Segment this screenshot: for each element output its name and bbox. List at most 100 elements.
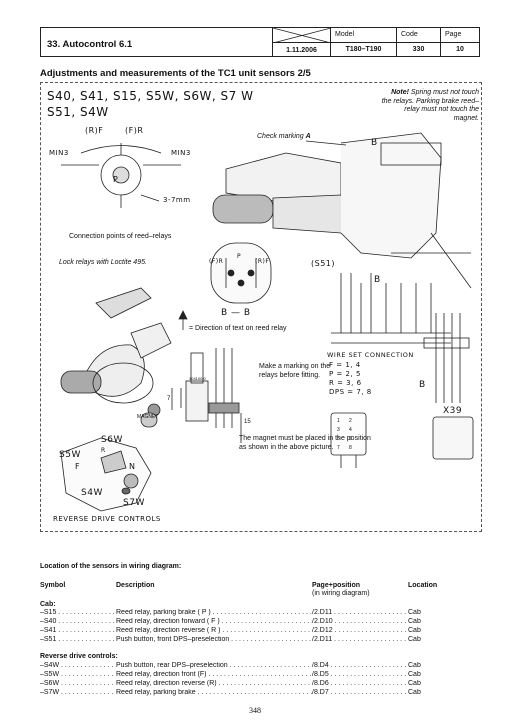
wire-row-dps: DPS = 7, 8 [329, 388, 372, 396]
check-marking-label: Check marking A [257, 133, 311, 142]
sensor-list-line2: S51, S4W [47, 105, 109, 119]
table-row: –S41 . . . . . . . . . . . . . . . . . .… [40, 627, 480, 636]
section-bb: B — B [221, 308, 251, 318]
code-value: 330 [412, 46, 425, 53]
rev-s4w: S4W [81, 488, 103, 498]
label-x39: X39 [443, 406, 463, 416]
model-value: T180–T190 [345, 46, 382, 53]
row-description: Push button, front DPS–preselection . . … [116, 636, 312, 643]
dim-15: 15 [244, 419, 251, 425]
header-date: 1.11.2006 [286, 47, 317, 54]
lock-relays-label: Lock relays with Loctite 495. [59, 259, 147, 266]
make-marking-note: Make a marking on the relays before fitt… [259, 363, 331, 379]
row-page: /8.D5 . . . . . . . . . . . . . . . . . … [312, 671, 408, 678]
label-3-7mm: 3-7mm [163, 196, 191, 204]
row-symbol: –S5W . . . . . . . . . . . . . . . . . .… [40, 671, 116, 678]
magnet-label: MAGNET [137, 414, 159, 420]
label-b-right: B [419, 380, 426, 390]
group-reverse-drive: Reverse drive controls: [40, 653, 118, 660]
dim-7: 7 [167, 396, 171, 402]
page-number: 348 [249, 706, 261, 715]
row-page: /8.D6 . . . . . . . . . . . . . . . . . … [312, 680, 408, 687]
dim-code: 304100/0 [189, 376, 206, 381]
row-description: Reed relay, direction reverse (R) . . . … [116, 680, 312, 687]
row-location: Cab [408, 671, 421, 678]
page-title: Adjustments and measurements of the TC1 … [40, 68, 311, 79]
row-symbol: –S7W . . . . . . . . . . . . . . . . . .… [40, 689, 116, 696]
rev-n: N [129, 462, 136, 471]
row-location: Cab [408, 680, 421, 687]
rev-s7w: S7W [123, 498, 145, 508]
pin: 5 [337, 436, 340, 442]
rev-f: F [75, 462, 81, 471]
row-description: Push button, rear DPS–preselection . . .… [116, 662, 312, 669]
row-description: Reed relay, parking brake ( P ) . . . . … [116, 609, 312, 616]
document-header: 33. Autocontrol 6.1 1.11.2006 Model T180… [40, 27, 480, 57]
pin: 4 [349, 427, 352, 433]
relay-cross-section [210, 242, 272, 304]
wire-row-f: F = 1, 4 [329, 361, 361, 369]
col-location: Location [408, 582, 438, 589]
row-location: Cab [408, 609, 421, 616]
row-description: Reed relay, parking brake . . . . . . . … [116, 689, 312, 696]
relay-p: P [237, 253, 242, 260]
label-min3-right: MIN3 [171, 149, 191, 157]
model-cell: Model T180–T190 [331, 28, 397, 56]
row-symbol: –S41 . . . . . . . . . . . . . . . . . .… [40, 627, 116, 634]
model-label: Model [331, 28, 396, 43]
table-row: –S15 . . . . . . . . . . . . . . . . . .… [40, 609, 480, 618]
row-location: Cab [408, 636, 421, 643]
connector-pins: 1 2 3 4 5 6 7 8 [337, 417, 361, 453]
label-p: P [113, 175, 119, 184]
row-description: Reed relay, direction forward ( F ) . . … [116, 618, 312, 625]
pin: 3 [337, 427, 340, 433]
magnet-placement-note: The magnet must be placed in the positio… [239, 435, 371, 451]
rev-s6w: S6W [101, 435, 123, 445]
row-symbol: –S6W . . . . . . . . . . . . . . . . . .… [40, 680, 116, 687]
direction-label: = Direction of text on reed relay [189, 325, 287, 332]
label-min3-left: MIN3 [49, 149, 69, 157]
table-row: –S5W . . . . . . . . . . . . . . . . . .… [40, 671, 480, 680]
pin: 6 [349, 436, 352, 442]
row-description: Reed relay, direction reverse ( R ) . . … [116, 627, 312, 634]
row-location: Cab [408, 689, 421, 696]
row-symbol: –S40 . . . . . . . . . . . . . . . . . .… [40, 618, 116, 625]
relay-rf: (R)F [255, 258, 270, 265]
table-row: –S7W . . . . . . . . . . . . . . . . . .… [40, 689, 480, 698]
row-page: /2.D11 . . . . . . . . . . . . . . . . .… [312, 609, 408, 616]
label-fr: (F)R [125, 126, 144, 135]
row-page: /2.D12 . . . . . . . . . . . . . . . . .… [312, 627, 408, 634]
check-marking-letter: A [305, 133, 311, 140]
note-bold: Note! [391, 89, 409, 96]
label-s51: (S51) [311, 259, 335, 268]
row-page: /2.D10 . . . . . . . . . . . . . . . . .… [312, 618, 408, 625]
pin: 8 [349, 445, 352, 451]
page-cell: Page 10 [441, 28, 479, 56]
label-b-mid: B [374, 275, 381, 285]
table-row: –S4W . . . . . . . . . . . . . . . . . .… [40, 662, 480, 671]
col-symbol: Symbol [40, 582, 66, 589]
spring-note: Note! Spring must not touch the relays. … [381, 89, 479, 123]
rev-s5w: S5W [59, 450, 81, 460]
pin: 2 [349, 418, 352, 424]
relay-fr: (F)R [209, 258, 224, 265]
note-text: Spring must not touch the relays. Parkin… [381, 89, 479, 122]
table-row: –S40 . . . . . . . . . . . . . . . . . .… [40, 618, 480, 627]
cross-box-icon [273, 28, 330, 43]
code-cell: Code 330 [397, 28, 441, 56]
table-row: –S51 . . . . . . . . . . . . . . . . . .… [40, 636, 480, 645]
row-symbol: –S15 . . . . . . . . . . . . . . . . . .… [40, 609, 116, 616]
page-label: Page [441, 28, 479, 43]
wire-row-r: R = 3, 6 [329, 379, 362, 387]
col-page-sub: (in wiring diagram) [312, 590, 370, 597]
pin: 7 [337, 445, 340, 451]
rev-r: R [101, 447, 106, 454]
row-page: /2.D11 . . . . . . . . . . . . . . . . .… [312, 636, 408, 643]
pin: 1 [337, 418, 340, 424]
wire-set-title: WIRE SET CONNECTION [327, 351, 414, 359]
label-b-top: B [371, 138, 378, 148]
row-location: Cab [408, 662, 421, 669]
figure-drawing [60, 132, 474, 512]
row-description: Reed relay, direction front (F) . . . . … [116, 671, 312, 678]
page-value: 10 [456, 46, 464, 53]
